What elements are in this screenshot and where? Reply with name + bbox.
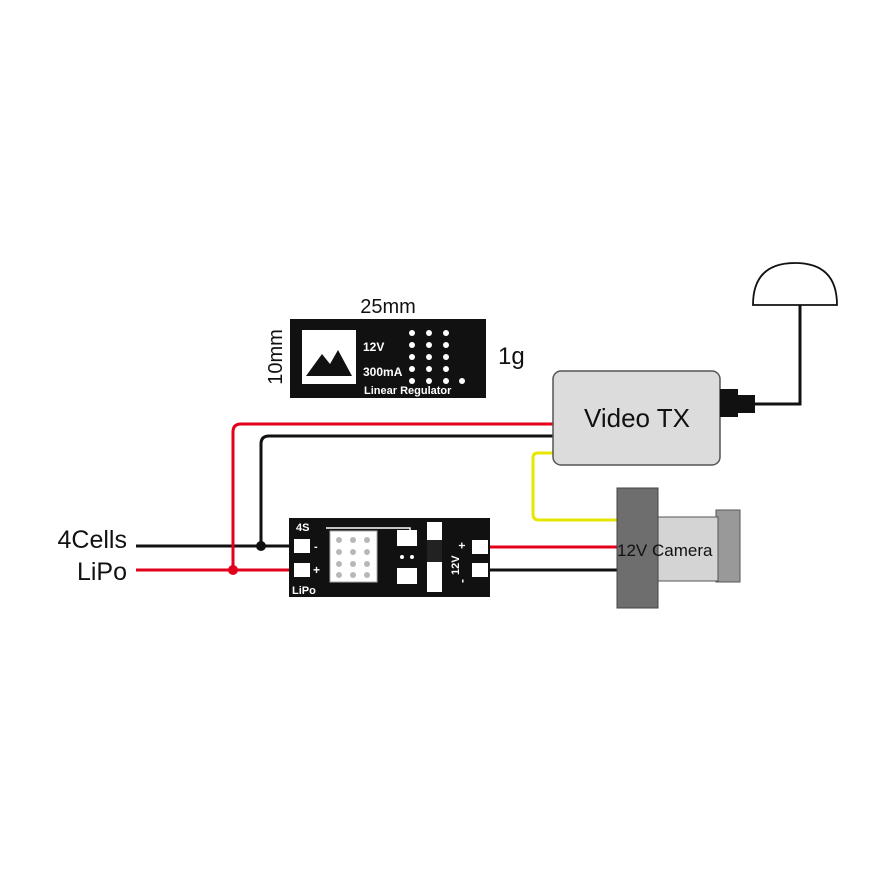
video-signal-wire xyxy=(531,451,618,522)
mountain-logo-icon xyxy=(306,350,352,376)
smd-component-top xyxy=(397,530,417,546)
width-dimension-label: 25mm xyxy=(360,296,416,318)
board-input-label-bottom: LiPo xyxy=(292,585,316,597)
output-positive-pad xyxy=(472,540,488,554)
camera-label: 12V Camera xyxy=(617,541,713,560)
input-label-line2: LiPo xyxy=(77,558,127,586)
video-tx-box xyxy=(552,370,721,466)
output-minus-sign: - xyxy=(455,579,469,583)
antenna-connector-tip xyxy=(738,395,755,413)
regulator-product-view: 25mm 10mm 1g 12V 300mA Linear Regulator xyxy=(265,296,525,398)
regulator-pcb xyxy=(289,518,490,597)
input-minus-sign: - xyxy=(314,541,318,553)
regulator-voltage-text: 12V xyxy=(363,340,384,354)
antenna-icon xyxy=(752,262,838,306)
video-tx-label: Video TX xyxy=(584,403,690,433)
height-dimension-label: 10mm xyxy=(265,329,287,385)
input-negative-pad xyxy=(294,539,310,553)
camera: 12V Camera xyxy=(616,487,741,609)
camera-lens-ring xyxy=(715,509,741,583)
board-output-voltage-label: 12V xyxy=(450,555,462,575)
input-positive-pad xyxy=(294,563,310,577)
input-plus-sign: + xyxy=(313,563,320,577)
output-plus-sign: + xyxy=(455,542,469,549)
regulator-current-text: 300mA xyxy=(363,365,403,379)
output-negative-pad xyxy=(472,563,488,577)
wires xyxy=(136,302,802,572)
regulator-name-text: Linear Regulator xyxy=(364,385,452,397)
weight-label: 1g xyxy=(498,343,525,370)
antenna-connector xyxy=(720,389,738,417)
capacitor-band xyxy=(427,540,442,562)
regulator-board: 4S LiPo - + 12V + - xyxy=(289,518,490,597)
video-tx: Video TX xyxy=(552,262,838,466)
vtx-negative-wire xyxy=(259,434,553,546)
board-via xyxy=(400,555,404,559)
negative-junction-dot xyxy=(256,541,266,551)
board-via xyxy=(410,555,414,559)
input-label-line1: 4Cells xyxy=(58,526,127,554)
camera-lens xyxy=(655,516,719,582)
camera-body xyxy=(616,487,659,609)
regulator-vias xyxy=(409,330,465,384)
chip-vias xyxy=(336,537,370,578)
antenna-cable xyxy=(755,302,802,406)
smd-component-bottom xyxy=(397,568,417,584)
positive-junction-dot xyxy=(228,565,238,575)
board-input-label-top: 4S xyxy=(296,522,309,534)
vtx-positive-wire xyxy=(231,422,553,570)
